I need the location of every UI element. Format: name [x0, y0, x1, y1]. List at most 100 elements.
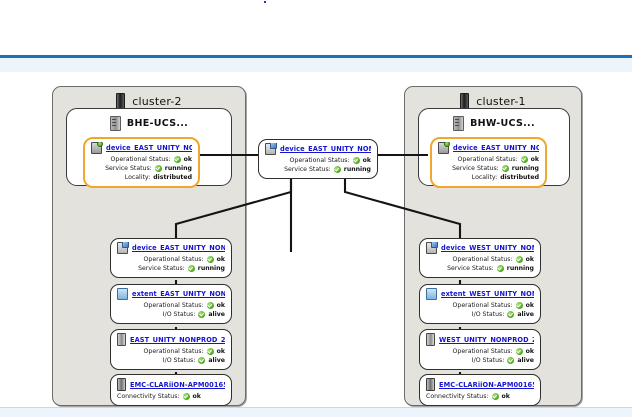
status-key: Service Status: — [105, 165, 152, 172]
status-value: running — [343, 166, 371, 173]
status-key: Service Status: — [138, 265, 185, 272]
virtual-volume-icon — [91, 142, 103, 154]
status-row: Operational Status: ok — [117, 347, 225, 356]
node-title-row: extent_WEST_UNITY_NONPROD_2? — [426, 288, 534, 300]
node-storage-volume-left[interactable]: EAST_UNITY_NONPROD_25 Operational Status… — [110, 329, 232, 370]
node-link-label[interactable]: EAST_UNITY_NONPROD_25 — [130, 335, 225, 344]
status-key: Operational Status: — [110, 156, 171, 163]
status-row: Connectivity Status: ok — [117, 392, 225, 401]
status-ok-icon — [491, 393, 499, 400]
blank-top-area — [0, 0, 632, 55]
status-value: ok — [501, 393, 510, 400]
status-key: Operational Status: — [289, 157, 350, 164]
node-link-label[interactable]: WEST_UNITY_NONPROD_25 — [439, 335, 534, 344]
node-distributed-device-center[interactable]: device_EAST_UNITY_NONPROD_2? Operational… — [258, 139, 378, 179]
node-extent-right[interactable]: extent_WEST_UNITY_NONPROD_2? Operational… — [419, 284, 541, 324]
status-row: Service Status: running — [117, 264, 225, 273]
node-extent-left[interactable]: extent_EAST_UNITY_NONPROD_2? Operational… — [110, 284, 232, 324]
status-row: Service Status: running — [426, 264, 534, 273]
status-key: I/O Status: — [162, 311, 196, 318]
status-row: Operational Status: ok — [426, 255, 534, 264]
status-ok-icon — [198, 357, 206, 364]
status-row: Operational Status: ok — [265, 156, 371, 165]
node-title-row: device_EAST_UNITY_NONPROD_2? — [117, 242, 225, 254]
distributed-device-icon — [265, 143, 277, 155]
status-ok-icon — [515, 302, 523, 309]
storage-volume-icon — [426, 333, 435, 346]
status-ok-icon — [515, 348, 523, 355]
node-link-label[interactable]: device_EAST_UNITY_NONPROD_2? — [132, 244, 225, 252]
top-accent-rule — [0, 55, 632, 58]
status-value: ok — [183, 156, 192, 163]
node-title-row: extent_EAST_UNITY_NONPROD_2? — [117, 288, 225, 300]
status-key: I/O Status: — [471, 311, 505, 318]
cluster-label: cluster-1 — [476, 95, 526, 108]
status-value: ok — [216, 256, 225, 263]
status-value: ok — [525, 348, 534, 355]
node-title-row: WEST_UNITY_NONPROD_25 — [426, 333, 534, 346]
device-icon — [426, 242, 438, 254]
status-ok-icon — [173, 156, 181, 163]
status-value: running — [506, 265, 534, 272]
status-key: Operational Status: — [457, 156, 518, 163]
storage-array-icon — [426, 378, 435, 391]
status-key: Operational Status: — [452, 302, 513, 309]
status-ok-icon — [154, 165, 162, 172]
status-ok-icon — [501, 165, 509, 172]
status-row: I/O Status: alive — [117, 310, 225, 319]
status-value: distributed — [153, 174, 192, 181]
status-row: Locality: distributed — [438, 173, 539, 182]
cluster-header-right: cluster-1 — [405, 93, 581, 110]
node-storage-array-left[interactable]: EMC-CLARiiON-APM00165283SE Connectivity … — [110, 374, 232, 406]
status-key: Locality: — [124, 174, 151, 181]
node-virtual-volume-right[interactable]: device_EAST_UNITY_NONPROD_2? Operational… — [430, 137, 547, 188]
status-ok-icon — [187, 265, 195, 272]
ucs-label: BHW-UCS... — [470, 118, 535, 129]
node-link-label[interactable]: EMC-CLARiiON-APM00165283SE — [130, 380, 225, 389]
status-ok-icon — [496, 265, 504, 272]
status-key: Operational Status: — [452, 256, 513, 263]
status-ok-icon — [352, 157, 360, 164]
status-row: Locality: distributed — [91, 173, 192, 182]
status-ok-icon — [507, 357, 515, 364]
status-ok-icon — [520, 156, 528, 163]
node-link-label[interactable]: device_EAST_UNITY_NONPROD_2? — [453, 144, 539, 152]
node-storage-array-right[interactable]: EMC-CLARiiON-APM00165283SE Connectivity … — [419, 374, 541, 406]
status-value: running — [164, 165, 192, 172]
extent-icon — [117, 288, 128, 300]
status-ok-icon — [182, 393, 190, 400]
status-row: Connectivity Status: ok — [426, 392, 534, 401]
node-link-label[interactable]: device_WEST_UNITY_NONPROD_2? — [441, 244, 534, 252]
server-icon — [453, 116, 465, 131]
status-row: Operational Status: ok — [117, 255, 225, 264]
node-link-label[interactable]: extent_EAST_UNITY_NONPROD_2? — [132, 290, 225, 298]
node-link-label[interactable]: EMC-CLARiiON-APM00165283SE — [439, 380, 534, 389]
node-virtual-volume-left[interactable]: device_EAST_UNITY_NONPROD_2? Operational… — [83, 137, 200, 188]
ucs-header-right: BHW-UCS... — [419, 116, 569, 131]
status-ok-icon — [206, 256, 214, 263]
node-title-row: EAST_UNITY_NONPROD_25 — [117, 333, 225, 346]
node-link-label[interactable]: device_EAST_UNITY_NONPROD_2? — [280, 145, 371, 153]
status-value: ok — [525, 302, 534, 309]
node-device-left[interactable]: device_EAST_UNITY_NONPROD_2? Operational… — [110, 238, 232, 278]
status-row: Operational Status: ok — [438, 155, 539, 164]
topology-canvas[interactable]: cluster-2 BHE-UCS... device_EAST_UNITY_N… — [0, 72, 632, 407]
bottom-accent-rule — [0, 407, 632, 408]
status-key: I/O Status: — [162, 357, 196, 364]
device-icon — [117, 242, 129, 254]
status-key: Connectivity Status: — [426, 393, 489, 400]
bottom-status-band — [0, 408, 632, 417]
status-value: distributed — [500, 174, 539, 181]
status-ok-icon — [206, 302, 214, 309]
status-ok-icon — [507, 311, 515, 318]
cluster-label: cluster-2 — [132, 95, 182, 108]
status-ok-icon — [198, 311, 206, 318]
node-link-label[interactable]: device_EAST_UNITY_NONPROD_2? — [106, 144, 192, 152]
node-storage-volume-right[interactable]: WEST_UNITY_NONPROD_25 Operational Status… — [419, 329, 541, 370]
node-title-row: device_EAST_UNITY_NONPROD_2? — [91, 142, 192, 154]
node-link-label[interactable]: extent_WEST_UNITY_NONPROD_2? — [441, 290, 534, 298]
virtual-volume-icon — [438, 142, 450, 154]
node-title-row: device_WEST_UNITY_NONPROD_2? — [426, 242, 534, 254]
node-device-right[interactable]: device_WEST_UNITY_NONPROD_2? Operational… — [419, 238, 541, 278]
status-value: alive — [517, 311, 534, 318]
